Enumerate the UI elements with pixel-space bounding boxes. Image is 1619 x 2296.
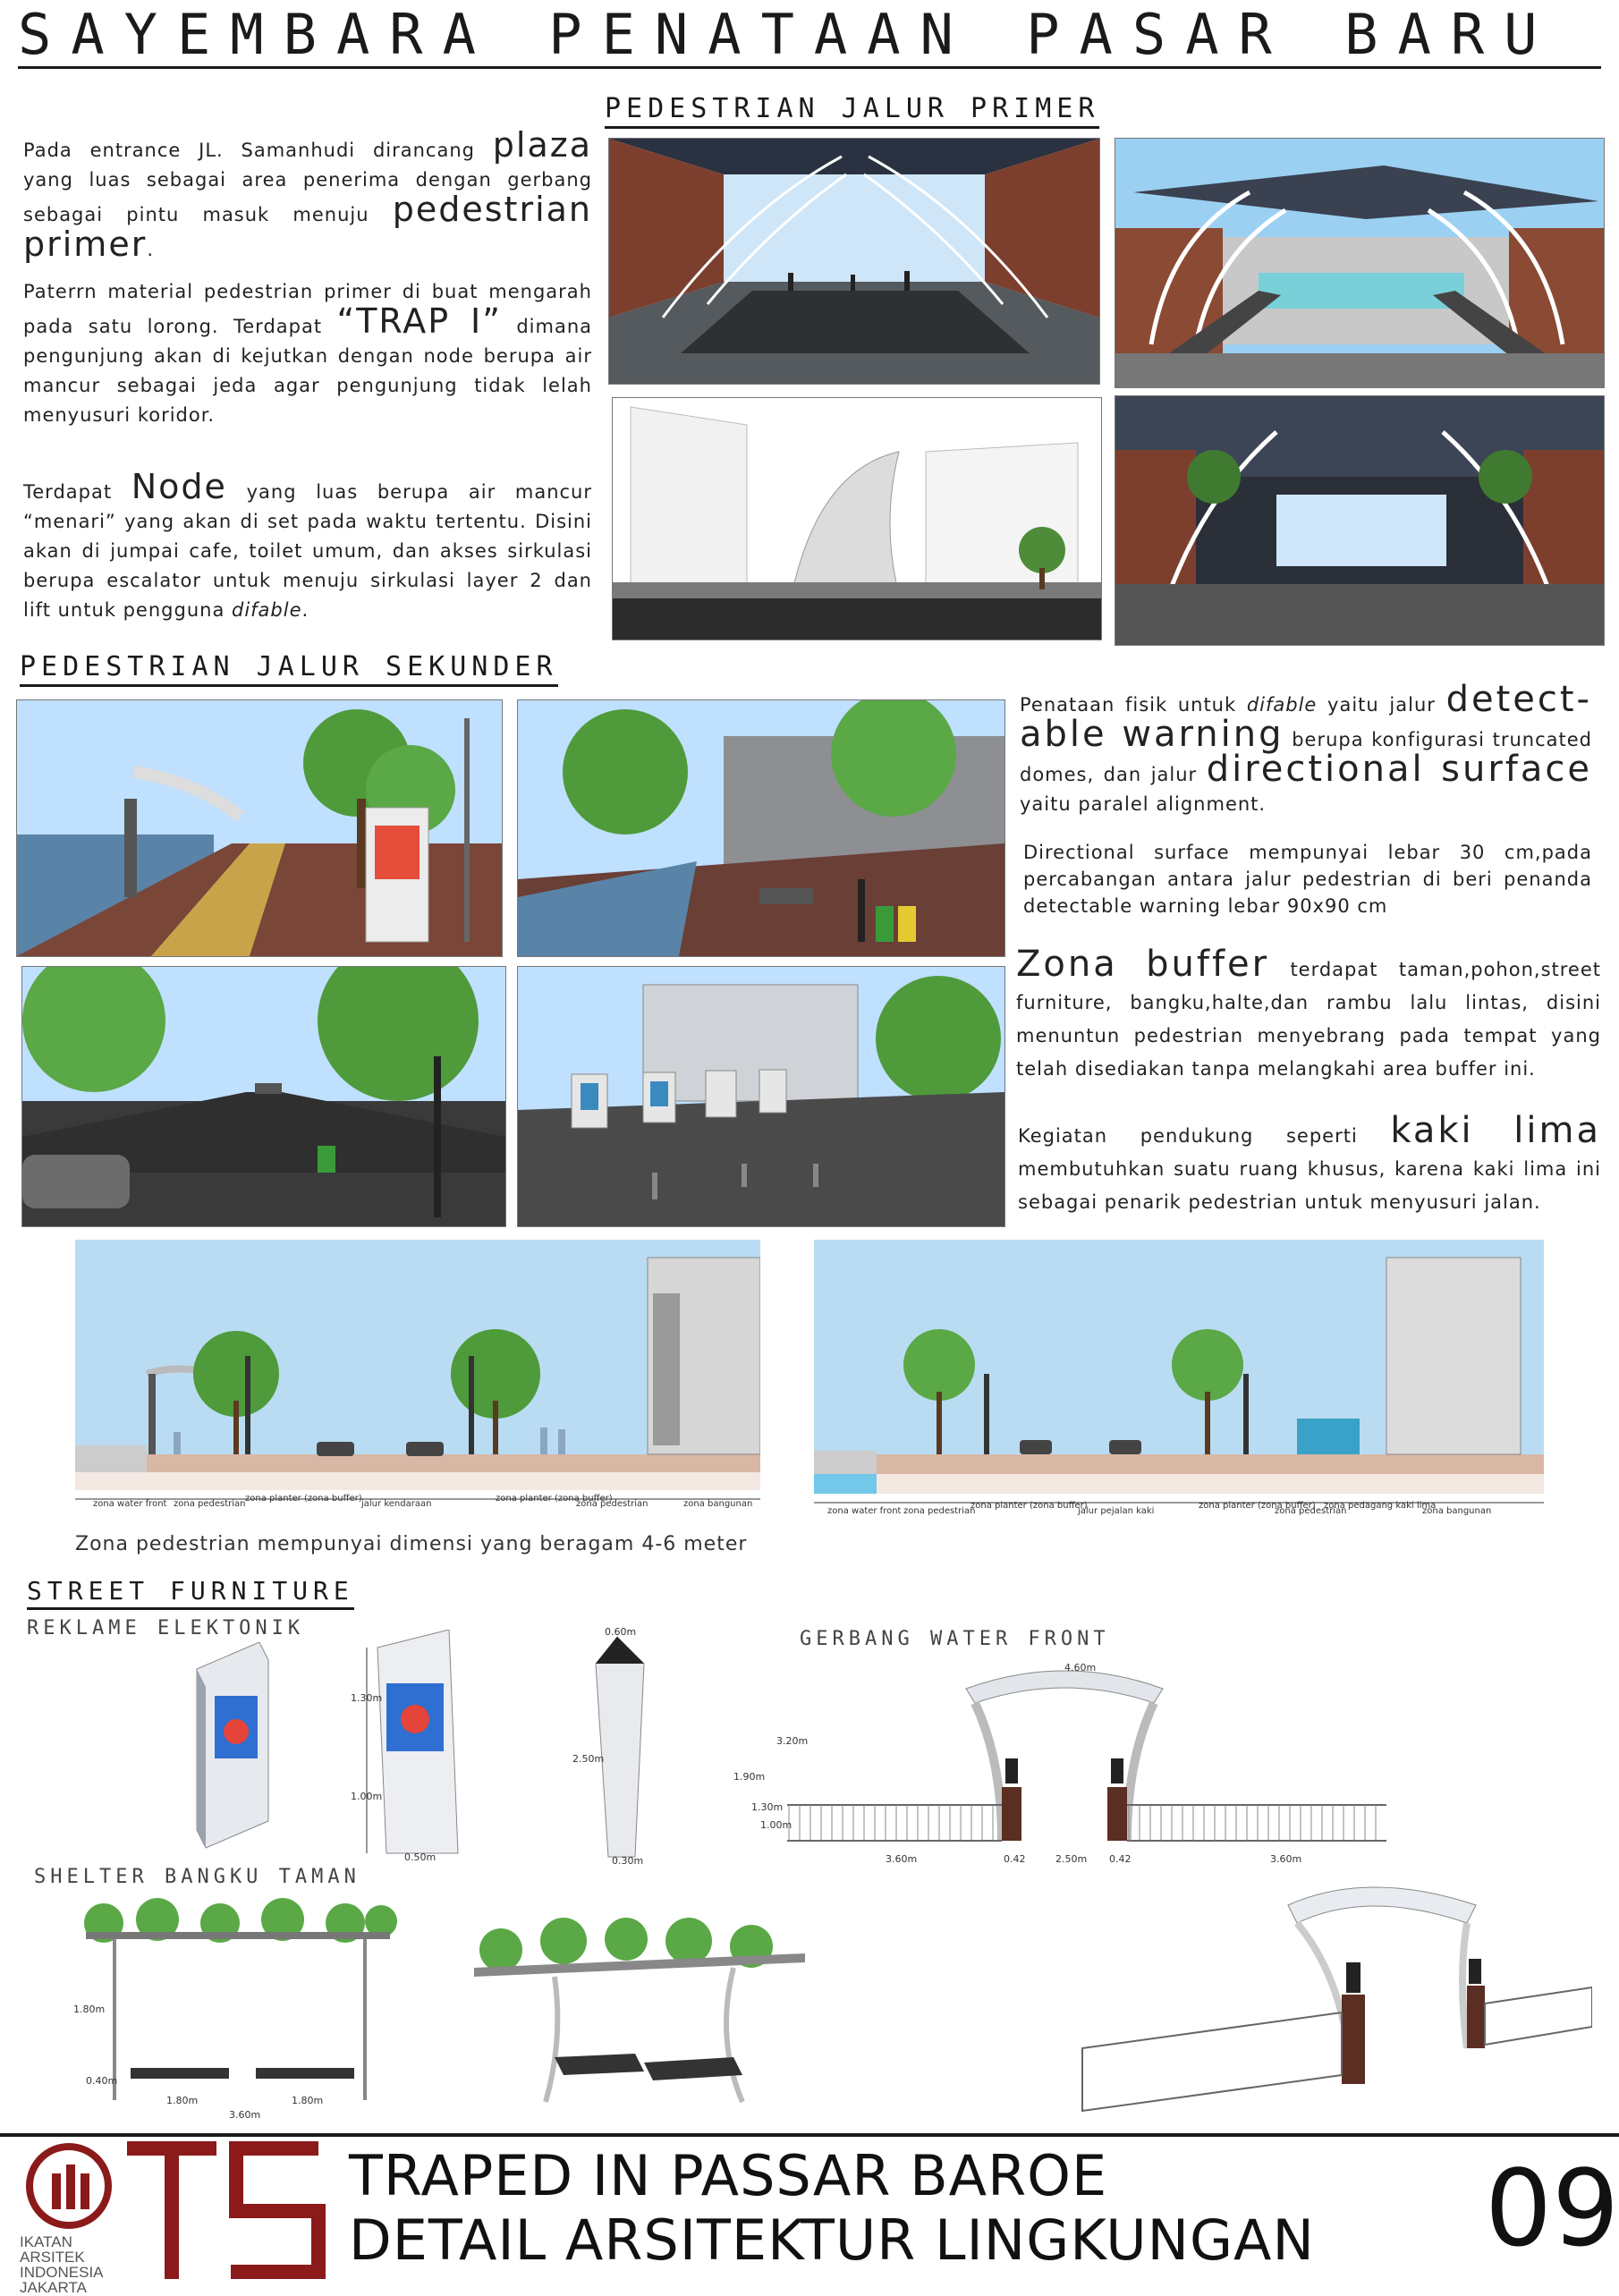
shelter-dim-4: 1.80m bbox=[292, 2095, 323, 2106]
section-heading-primer: PEDESTRIAN JALUR PRIMER bbox=[605, 93, 1100, 129]
gerbang-dim-3: 1.90m bbox=[733, 1771, 765, 1783]
section-left-label-2: zona pedestrian bbox=[174, 1499, 246, 1508]
section-left-label-7: zona bangunan bbox=[683, 1499, 752, 1508]
gerbang-dim-6: 3.60m bbox=[886, 1853, 917, 1865]
sekunder-paragraph-4: Kegiatan pendukung seperti kaki lima mem… bbox=[1018, 1110, 1601, 1213]
reklame-dim-3: 0.50m bbox=[404, 1851, 436, 1862]
reklame-dim-4: 0.60m bbox=[605, 1628, 636, 1638]
section-right-label-8: zona bangunan bbox=[1422, 1506, 1491, 1516]
sekunder-paragraph-1: Penataan fisik untuk difable yaitu jalur… bbox=[1020, 679, 1593, 815]
section-right-label-5: zona planter (zona buffer) bbox=[1199, 1501, 1316, 1511]
reklame-dim-2: 1.00m bbox=[351, 1791, 382, 1802]
section-right-label-1: zona water front bbox=[827, 1506, 902, 1516]
primer-paragraph-2: Paterrn material pedestrian primer di bu… bbox=[23, 281, 592, 426]
gerbang-dim-8: 2.50m bbox=[1055, 1853, 1087, 1865]
render-sekunder-street bbox=[517, 699, 1005, 957]
primer-paragraph-1: Pada entrance JL. Samanhudi dirancang pl… bbox=[23, 125, 592, 264]
footer-line-1: TRAPED IN PASSAR BAROE bbox=[349, 2143, 1108, 2208]
render-sekunder-road bbox=[21, 966, 506, 1227]
section-left-label-5: zona planter (zona buffer) bbox=[496, 1494, 613, 1504]
gerbang-dim-5: 1.00m bbox=[760, 1819, 792, 1831]
render-primer-corridor bbox=[608, 138, 1100, 385]
iai-logo-text-3: INDONESIA bbox=[20, 2264, 104, 2281]
section-heading-sekunder: PEDESTRIAN JALUR SEKUNDER bbox=[20, 651, 558, 687]
reklame-side: 0.60m 2.50m 0.30m bbox=[572, 1626, 662, 1867]
label-shelter: SHELTER BANGKU TAMAN bbox=[34, 1866, 360, 1888]
reklame-dim-1: 1.30m bbox=[351, 1692, 382, 1704]
section-left-label-4: jalur kendaraan bbox=[360, 1499, 431, 1508]
section-right-label-6: zona pedestrian bbox=[1275, 1506, 1347, 1516]
label-reklame: REKLAME ELEKTONIK bbox=[27, 1617, 305, 1639]
gerbang-dim-10: 3.60m bbox=[1270, 1853, 1301, 1865]
iai-logo-text-4: JAKARTA bbox=[20, 2279, 87, 2296]
iai-logo: IKATAN ARSITEK INDONESIA JAKARTA bbox=[20, 2141, 118, 2295]
render-sekunder-kiosks bbox=[517, 966, 1005, 1227]
section-right-label-3: zona planter (zona buffer) bbox=[971, 1501, 1088, 1511]
section-caption: Zona pedestrian mempunyai dimensi yang b… bbox=[75, 1533, 748, 1555]
iai-logo-text-1: IKATAN bbox=[20, 2233, 72, 2250]
shelter-dim-3: 1.80m bbox=[166, 2095, 198, 2106]
section-left-label-3: zona planter (zona buffer) bbox=[245, 1494, 362, 1504]
street-section-left: zona water front zona pedestrian zona pl… bbox=[75, 1240, 761, 1509]
page-title: SAYEMBARA PENATAAN PASAR BARU bbox=[18, 2, 1557, 67]
shelter-dim-1: 1.80m bbox=[73, 2004, 105, 2015]
sekunder-paragraph-3: Zona buffer terdapat taman,pohon,street … bbox=[1016, 944, 1601, 1080]
iai-logo-text-2: ARSITEK bbox=[20, 2249, 85, 2266]
page-number: 09 bbox=[1485, 2147, 1619, 2270]
section-left-label-1: zona water front bbox=[93, 1499, 167, 1508]
section-heading-furniture: STREET FURNITURE bbox=[27, 1576, 354, 1610]
footer-line-2: DETAIL ARSITEKTUR LINGKUNGAN bbox=[349, 2207, 1315, 2273]
reklame-dim-6: 0.30m bbox=[612, 1855, 643, 1866]
street-section-right: zona water front zona pedestrian zona pl… bbox=[814, 1240, 1544, 1517]
ts-logo bbox=[120, 2138, 326, 2286]
primer-paragraph-3: Terdapat Node yang luas berupa air mancu… bbox=[23, 467, 592, 621]
title-rule bbox=[18, 66, 1601, 69]
gerbang-dim-2: 3.20m bbox=[776, 1735, 808, 1747]
gerbang-3d bbox=[1073, 1869, 1593, 2120]
gerbang-dim-4: 1.30m bbox=[751, 1801, 783, 1813]
section-left-label-6: zona pedestrian bbox=[576, 1499, 648, 1508]
reklame-3d bbox=[179, 1641, 286, 1857]
reklame-dim-5: 2.50m bbox=[572, 1753, 604, 1765]
render-sekunder-waterfront bbox=[16, 699, 503, 957]
render-primer-escalator bbox=[1115, 138, 1605, 388]
label-gerbang: GERBANG WATER FRONT bbox=[800, 1628, 1110, 1650]
shelter-dim-2: 0.40m bbox=[86, 2075, 117, 2087]
gerbang-elevation: 4.60m 3.20m 1.90m 1.30m 1.00m 3.60m 0.42… bbox=[733, 1653, 1395, 1868]
reklame-elevation: 1.30m 1.00m 0.50m bbox=[351, 1629, 476, 1863]
sekunder-paragraph-2: Directional surface mempunyai lebar 30 c… bbox=[1023, 842, 1592, 917]
shelter-dim-5: 3.60m bbox=[229, 2109, 260, 2121]
gerbang-dim-1: 4.60m bbox=[1064, 1662, 1096, 1673]
section-right-label-2: zona pedestrian bbox=[903, 1506, 976, 1516]
render-primer-gate bbox=[612, 397, 1102, 640]
render-primer-node bbox=[1115, 395, 1605, 646]
section-right-label-7: zona pedagang kaki lima bbox=[1324, 1501, 1436, 1511]
section-right-label-4: jalur pejalan kaki bbox=[1077, 1506, 1154, 1516]
shelter-elevation: 1.80m 0.40m 1.80m 1.80m 3.60m bbox=[68, 1896, 408, 2122]
gerbang-dim-9: 0.42 bbox=[1109, 1853, 1132, 1865]
gerbang-dim-7: 0.42 bbox=[1004, 1853, 1026, 1865]
shelter-3d bbox=[465, 1896, 814, 2111]
footer-rule bbox=[0, 2133, 1619, 2137]
